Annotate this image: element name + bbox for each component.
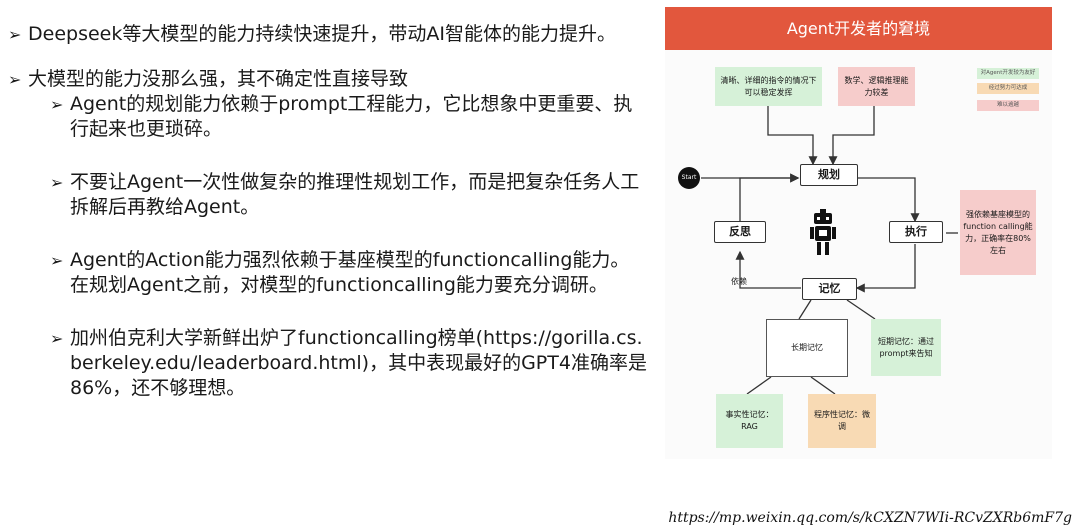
note-short-term-memory: 短期记忆：通过prompt来告知 [871, 319, 941, 376]
note-clear-instructions: 清晰、详细的指令的情况下可以稳定发挥 [715, 67, 822, 106]
box-long-term-memory: 长期记忆 [766, 319, 848, 377]
arrow-execute-memory [855, 244, 916, 293]
accent-bar [0, 0, 8, 531]
sub-bullet-item: ➢ Agent的规划能力依赖于prompt工程能力，它比想象中更重要、执行起来也… [50, 92, 648, 142]
legend-item-achievable: 经过努力可达成 [977, 83, 1039, 94]
bullet-marker: ➢ [50, 95, 64, 114]
diagram-title: Agent开发者的窘境 [665, 7, 1052, 50]
arrow-memory-long [798, 299, 812, 320]
agent-diagram: Agent开发者的窘境 清晰、详细的指令的情况下可以稳定发挥 数学、逻辑推理能力… [665, 7, 1052, 459]
note-factual-memory: 事实性记忆：RAG [716, 394, 783, 448]
arrow-plan-execute [858, 177, 920, 223]
bullet-text: Deepseek等大模型的能力持续快速提升，带动AI智能体的能力提升。 [28, 23, 616, 45]
sub-bullet-item: ➢ Agent的Action能力强烈依赖于基座模型的functioncallin… [50, 248, 648, 298]
arrow-memory-reflect [735, 250, 801, 289]
source-url: https://mp.weixin.qq.com/s/kCXZN7WIi-RCv… [668, 510, 1072, 526]
arrow-long-factual [746, 376, 772, 395]
node-execute: 执行 [889, 221, 943, 243]
diagram-arrows [701, 106, 958, 395]
arrow-memory-short [846, 299, 876, 320]
bullet-text: Agent的规划能力依赖于prompt工程能力，它比想象中更重要、执行起来也更琐… [70, 93, 633, 140]
bullet-marker: ➢ [50, 329, 64, 348]
bullet-marker: ➢ [50, 251, 64, 270]
bullet-marker: ➢ [8, 70, 22, 89]
bullet-text: Agent的Action能力强烈依赖于基座模型的functioncalling能… [70, 249, 630, 296]
bullet-item: ➢ 大模型的能力没那么强，其不确定性直接导致 [8, 67, 648, 92]
note-function-calling: 强依赖基座模型的function calling能力，正确率在80%左右 [960, 190, 1036, 275]
node-reflect: 反思 [714, 221, 766, 243]
node-memory: 记忆 [802, 278, 857, 300]
sub-bullet-item: ➢ 加州伯克利大学新鲜出炉了functioncalling榜单(https://… [50, 326, 648, 401]
node-plan: 规划 [800, 164, 858, 186]
start-node: Start [678, 167, 700, 189]
bullet-marker: ➢ [50, 173, 64, 192]
bullet-text: 加州伯克利大学新鲜出炉了functioncalling榜单(https://go… [70, 327, 647, 399]
note-procedural-memory: 程序性记忆：微调 [808, 394, 876, 448]
legend-item-hard: 难以逾越 [977, 100, 1039, 111]
arrow-reflect-plan [739, 173, 800, 221]
arrow-note2-plan [828, 106, 875, 166]
sub-bullet-item: ➢ 不要让Agent一次性做复杂的推理性规划工作，而是把复杂任务人工拆解后再教给… [50, 170, 648, 220]
edge-label-depends: 依赖 [731, 277, 747, 286]
bullet-text: 不要让Agent一次性做复杂的推理性规划工作，而是把复杂任务人工拆解后再教给Ag… [70, 171, 640, 218]
legend-item-friendly: 对Agent开发较为友好 [977, 68, 1039, 79]
bullet-text: 大模型的能力没那么强，其不确定性直接导致 [28, 68, 409, 90]
bullet-list: ➢ Deepseek等大模型的能力持续快速提升，带动AI智能体的能力提升。 ➢ … [8, 22, 648, 401]
arrow-long-procedural [810, 376, 836, 395]
note-math-logic: 数学、逻辑推理能力较差 [838, 67, 915, 106]
bullet-marker: ➢ [8, 25, 22, 44]
arrow-note1-plan [767, 106, 818, 166]
robot-icon [810, 209, 836, 255]
bullet-item: ➢ Deepseek等大模型的能力持续快速提升，带动AI智能体的能力提升。 [8, 22, 648, 47]
